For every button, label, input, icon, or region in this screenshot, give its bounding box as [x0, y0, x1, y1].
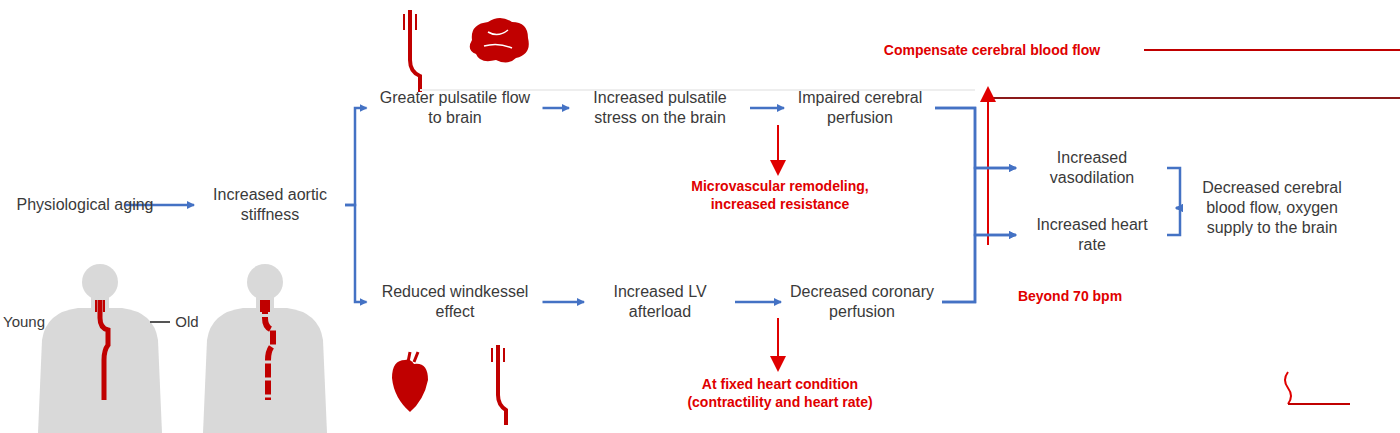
process-box: Increased pulsatile stress on the brain	[570, 84, 750, 132]
process-box: Decreased cerebral blood flow, oxygen su…	[1177, 174, 1367, 242]
node-text: Physiological aging	[16, 195, 154, 215]
process-box: Impaired cerebral perfusion	[785, 84, 935, 132]
flow-arrow	[750, 107, 784, 110]
process-box: Greater pulsatile flow to brain	[368, 84, 543, 132]
person-aged	[203, 264, 327, 433]
annotation-label: Compensate cerebral blood flow	[840, 41, 1144, 59]
annotation-label: At fixed heart condition (contractility …	[658, 375, 902, 411]
flow-arrow	[543, 107, 570, 110]
node-text: Decreased coronary perfusion	[788, 282, 936, 322]
flow-arrow	[735, 301, 781, 304]
node-text: Increased vasodilation	[1023, 148, 1161, 188]
process-box: Decreased coronary perfusion	[782, 278, 942, 326]
process-box: Increased LV afterload	[585, 278, 735, 326]
annotation-label: Beyond 70 bpm	[1008, 287, 1132, 305]
node-text: Increased pulsatile stress on the brain	[576, 88, 744, 128]
node-text: Decreased cerebral blood flow, oxygen su…	[1183, 178, 1361, 238]
flow-arrow	[1167, 208, 1180, 235]
process-box: Increased heart rate	[1017, 211, 1167, 259]
node-text: Increased heart rate	[1023, 215, 1161, 255]
process-box: Increased aortic stiffness	[195, 181, 345, 229]
node-text: Increased LV afterload	[591, 282, 729, 322]
node-text: Reduced windkessel effect	[374, 282, 537, 322]
flow-arrow	[1167, 168, 1180, 208]
process-box: Physiological aging	[10, 191, 160, 219]
node-text: Greater pulsatile flow to brain	[374, 88, 537, 128]
flow-arrow	[942, 168, 1016, 302]
node-text: Impaired cerebral perfusion	[791, 88, 929, 128]
flow-arrow	[942, 235, 1016, 302]
person-young	[38, 264, 162, 433]
annotation-label: Old	[165, 313, 209, 331]
flow-arrow	[345, 205, 367, 302]
flow-arrow	[543, 301, 585, 304]
process-box: Reduced windkessel effect	[368, 278, 543, 326]
process-box: Increased vasodilation	[1017, 144, 1167, 192]
node-text: Increased aortic stiffness	[201, 185, 339, 225]
annotation-label: Young	[0, 313, 48, 331]
annotation-label: Microvascular remodeling, increased resi…	[668, 177, 892, 213]
flow-arrow	[345, 108, 367, 205]
